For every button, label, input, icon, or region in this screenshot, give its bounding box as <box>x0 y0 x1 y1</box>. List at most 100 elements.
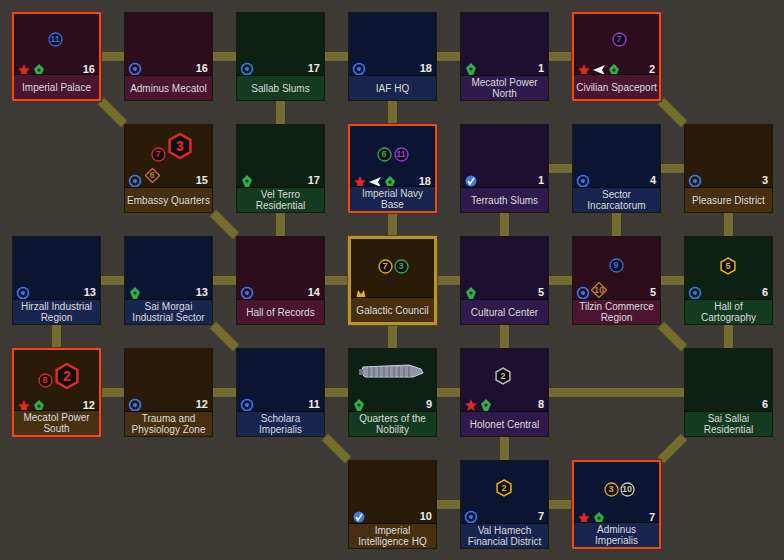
district-box: Embassy Quarters15736 <box>124 124 213 213</box>
road-connector <box>549 500 572 509</box>
unit-token: 11 <box>48 32 63 47</box>
district-box: Terrauth Slums1 <box>460 124 549 213</box>
unit-token: 3 <box>604 482 619 497</box>
district-number: 13 <box>196 286 208 299</box>
icon-row <box>128 398 180 412</box>
district-box: Imperial Navy Base18611 <box>348 124 437 213</box>
district-name: Sai Morgai Industrial Sector <box>127 301 210 323</box>
road-connector <box>612 213 621 236</box>
road-connector <box>213 276 236 285</box>
district-box: Cultural Center5 <box>460 236 549 325</box>
unit-token: 11 <box>394 147 409 162</box>
district-number: 8 <box>538 398 544 411</box>
district-box: Scholara Imperialis11 <box>236 348 325 437</box>
icon-row <box>352 62 404 76</box>
road-connector <box>101 52 124 61</box>
name-band: Embassy Quarters <box>125 187 212 212</box>
district-name: Pleasure District <box>692 195 765 206</box>
road-connector <box>325 388 348 397</box>
token-number: 3 <box>398 261 403 271</box>
token-number: 6 <box>381 149 386 159</box>
district-name: Adminus Mecatol <box>130 83 207 94</box>
road-connector <box>52 325 61 348</box>
unit-token: 2 <box>494 367 512 385</box>
icon-row <box>464 62 516 76</box>
name-band: Tilzin Commerce Region <box>573 299 660 324</box>
trait-icon <box>466 512 477 523</box>
unit-token: 8 <box>38 373 53 388</box>
name-band: Civilian Spaceport <box>574 74 659 99</box>
name-band: Hall of Cartography <box>685 299 772 324</box>
district-name: Mecatol Power South <box>16 412 97 434</box>
unit-token: 7 <box>612 32 627 47</box>
icon-row <box>688 286 740 300</box>
district-box: Imperial Intelligence HQ 10 <box>348 460 437 549</box>
district-box: Sai Sallai Residential6 <box>684 348 773 437</box>
icon-row <box>240 62 292 76</box>
district-number: 10 <box>420 510 432 523</box>
token-number: 7 <box>155 149 160 159</box>
district-name: Vel Terro Residential <box>239 189 322 211</box>
district-number: 12 <box>83 399 95 412</box>
name-band: Vel Terro Residential <box>237 187 324 212</box>
road-connector <box>213 213 236 236</box>
district-name: Adminus Imperialis <box>576 524 657 546</box>
district-number: 4 <box>650 174 656 187</box>
name-band: Imperial Intelligence HQ <box>349 523 436 548</box>
district-number: 11 <box>308 398 320 411</box>
trait-icon <box>130 64 141 75</box>
district-name: Galactic Council <box>356 305 428 316</box>
trait-icon <box>354 512 365 523</box>
token-number: 6 <box>149 170 154 180</box>
trait-icon <box>466 63 476 75</box>
district-number: 17 <box>308 174 320 187</box>
district-box: Sallab Slums17 <box>236 12 325 101</box>
district-box: Mecatol Power North1 <box>460 12 549 101</box>
road-connector <box>724 213 733 236</box>
name-band: Adminus Mecatol <box>125 75 212 100</box>
icon-row <box>464 510 516 524</box>
road-connector <box>724 325 733 348</box>
trait-icon <box>466 287 476 299</box>
unit-token: 7 <box>378 259 393 274</box>
district-number: 13 <box>84 286 96 299</box>
trait-icon <box>242 64 253 75</box>
name-band: Sector Incarcatorum <box>573 187 660 212</box>
road-connector <box>549 388 684 397</box>
unit-token: 6 <box>145 168 160 183</box>
district-box: Val Hamech Financial District72 <box>460 460 549 549</box>
district-number: 14 <box>308 286 320 299</box>
district-number: 12 <box>196 398 208 411</box>
name-band: Mecatol Power South <box>14 410 99 435</box>
road-connector <box>661 276 684 285</box>
icon-row <box>352 510 404 524</box>
trait-icon <box>18 288 29 299</box>
district-name: IAF HQ <box>376 83 409 94</box>
district-number: 16 <box>83 63 95 76</box>
token-number: 7 <box>382 261 387 271</box>
road-connector <box>213 388 236 397</box>
district-name: Mecatol Power North <box>463 77 546 99</box>
road-connector <box>500 437 509 460</box>
icon-row <box>464 286 516 300</box>
district-box: Galactic Council 7 3 <box>348 236 437 325</box>
unit-token: 9 <box>609 258 624 273</box>
road-connector <box>325 276 348 285</box>
district-number: 17 <box>308 62 320 75</box>
district-name: Terrauth Slums <box>471 195 538 206</box>
road-connector <box>101 388 124 397</box>
district-name: Tilzin Commerce Region <box>575 301 658 323</box>
district-box: Quarters of the Nobility9 <box>348 348 437 437</box>
unit-token: 3 <box>167 133 193 159</box>
road-connector <box>661 437 684 460</box>
district-name: Val Hamech Financial District <box>463 525 546 547</box>
name-band: Val Hamech Financial District <box>461 523 548 548</box>
district-name: Embassy Quarters <box>127 195 210 206</box>
district-number: 2 <box>649 63 655 76</box>
district-box: Adminus Mecatol16 <box>124 12 213 101</box>
district-name: Imperial Intelligence HQ <box>351 525 434 547</box>
unit-token: 7 <box>151 147 166 162</box>
trait-icon <box>354 64 365 75</box>
name-band: Pleasure District <box>685 187 772 212</box>
